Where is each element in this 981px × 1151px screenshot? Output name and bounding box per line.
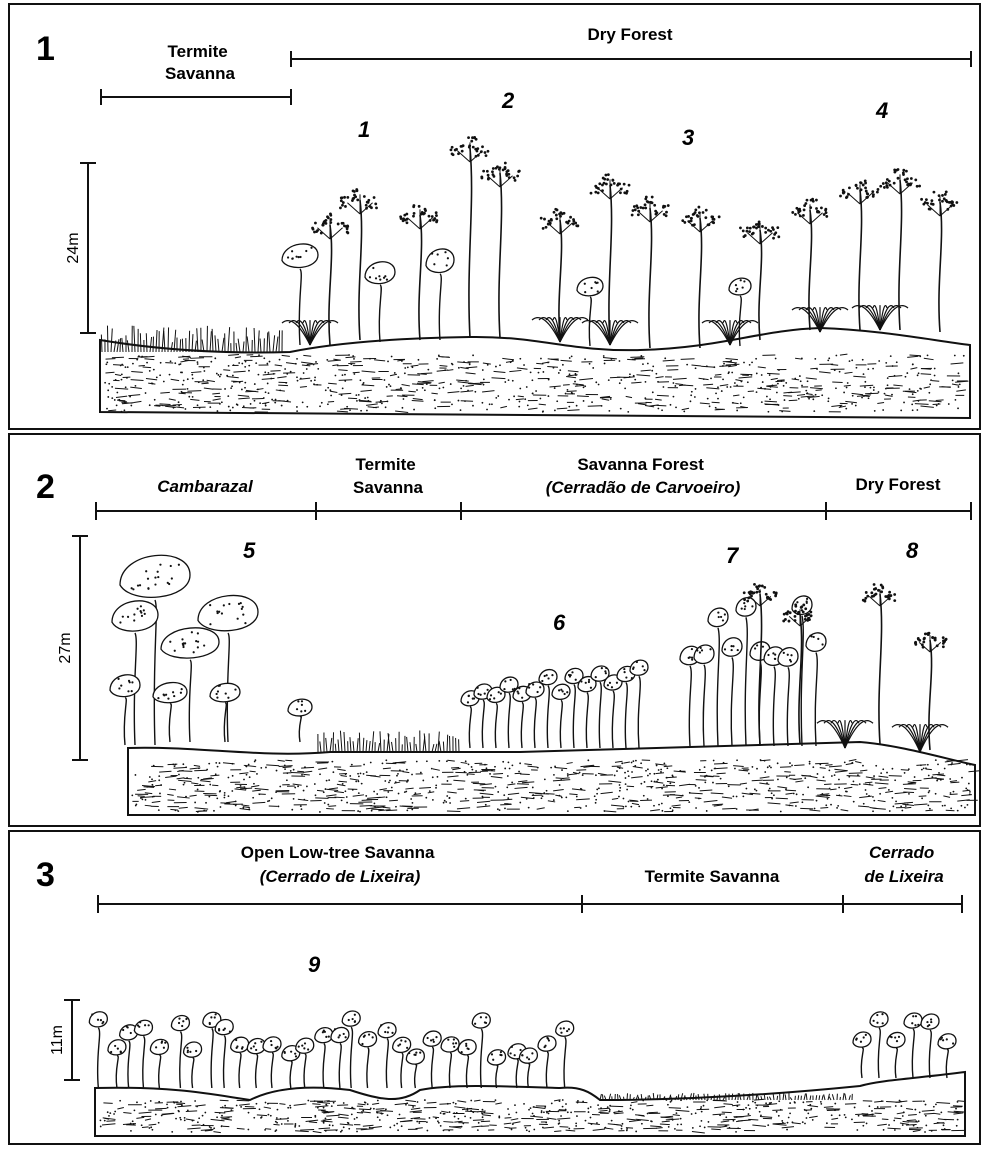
- p1-soil-block: [100, 328, 970, 418]
- panel-2-number: 2: [36, 468, 55, 506]
- panel-3-number: 3: [36, 856, 55, 894]
- site-5-label: 5: [243, 538, 256, 563]
- p2-scale-bar: [72, 536, 88, 760]
- site-1-label: 1: [358, 117, 370, 142]
- site-7-label: 7: [726, 543, 740, 568]
- p3-scale-bar: [64, 1000, 80, 1080]
- p3-zone-termite-savanna: Termite Savanna: [645, 867, 780, 886]
- site-3-label: 3: [682, 125, 694, 150]
- site-8-label: 8: [906, 538, 919, 563]
- p2-zone-brackets: [96, 502, 971, 520]
- p2-zone-termite-savanna: Termite Savanna: [353, 455, 423, 497]
- panel-1-number: 1: [36, 30, 55, 68]
- p2-zone-dry-forest: Dry Forest: [855, 475, 940, 494]
- p2-zone-savanna-forest: Savanna Forest (Cerradão de Carvoeiro): [546, 455, 741, 497]
- site-9-label: 9: [308, 952, 321, 977]
- p3-zone-cerrado-de-lixeira: Cerrado de Lixeira: [864, 843, 943, 886]
- p2-zone-cambarazal: Cambarazal: [157, 477, 254, 496]
- site-4-label: 4: [875, 98, 888, 123]
- p2-vegetation: [110, 555, 948, 752]
- p2-scale-label: 27m: [57, 632, 74, 663]
- site-2-label: 2: [501, 88, 515, 113]
- p2-soil-block: [128, 742, 975, 815]
- site-6-label: 6: [553, 610, 566, 635]
- p1-scale-label: 24m: [65, 232, 82, 263]
- p1-scale-bar: [80, 163, 96, 333]
- p3-zone-brackets: [98, 895, 962, 913]
- p1-zone-termite-savanna: Termite Savanna: [165, 42, 235, 83]
- p3-zone-open-low-tree-savanna: Open Low-tree Savanna (Cerrado de Lixeir…: [241, 843, 439, 886]
- p3-scale-label: 11m: [49, 1025, 66, 1055]
- p1-vegetation: [101, 136, 958, 352]
- p1-zone-dry-forest: Dry Forest: [587, 25, 672, 44]
